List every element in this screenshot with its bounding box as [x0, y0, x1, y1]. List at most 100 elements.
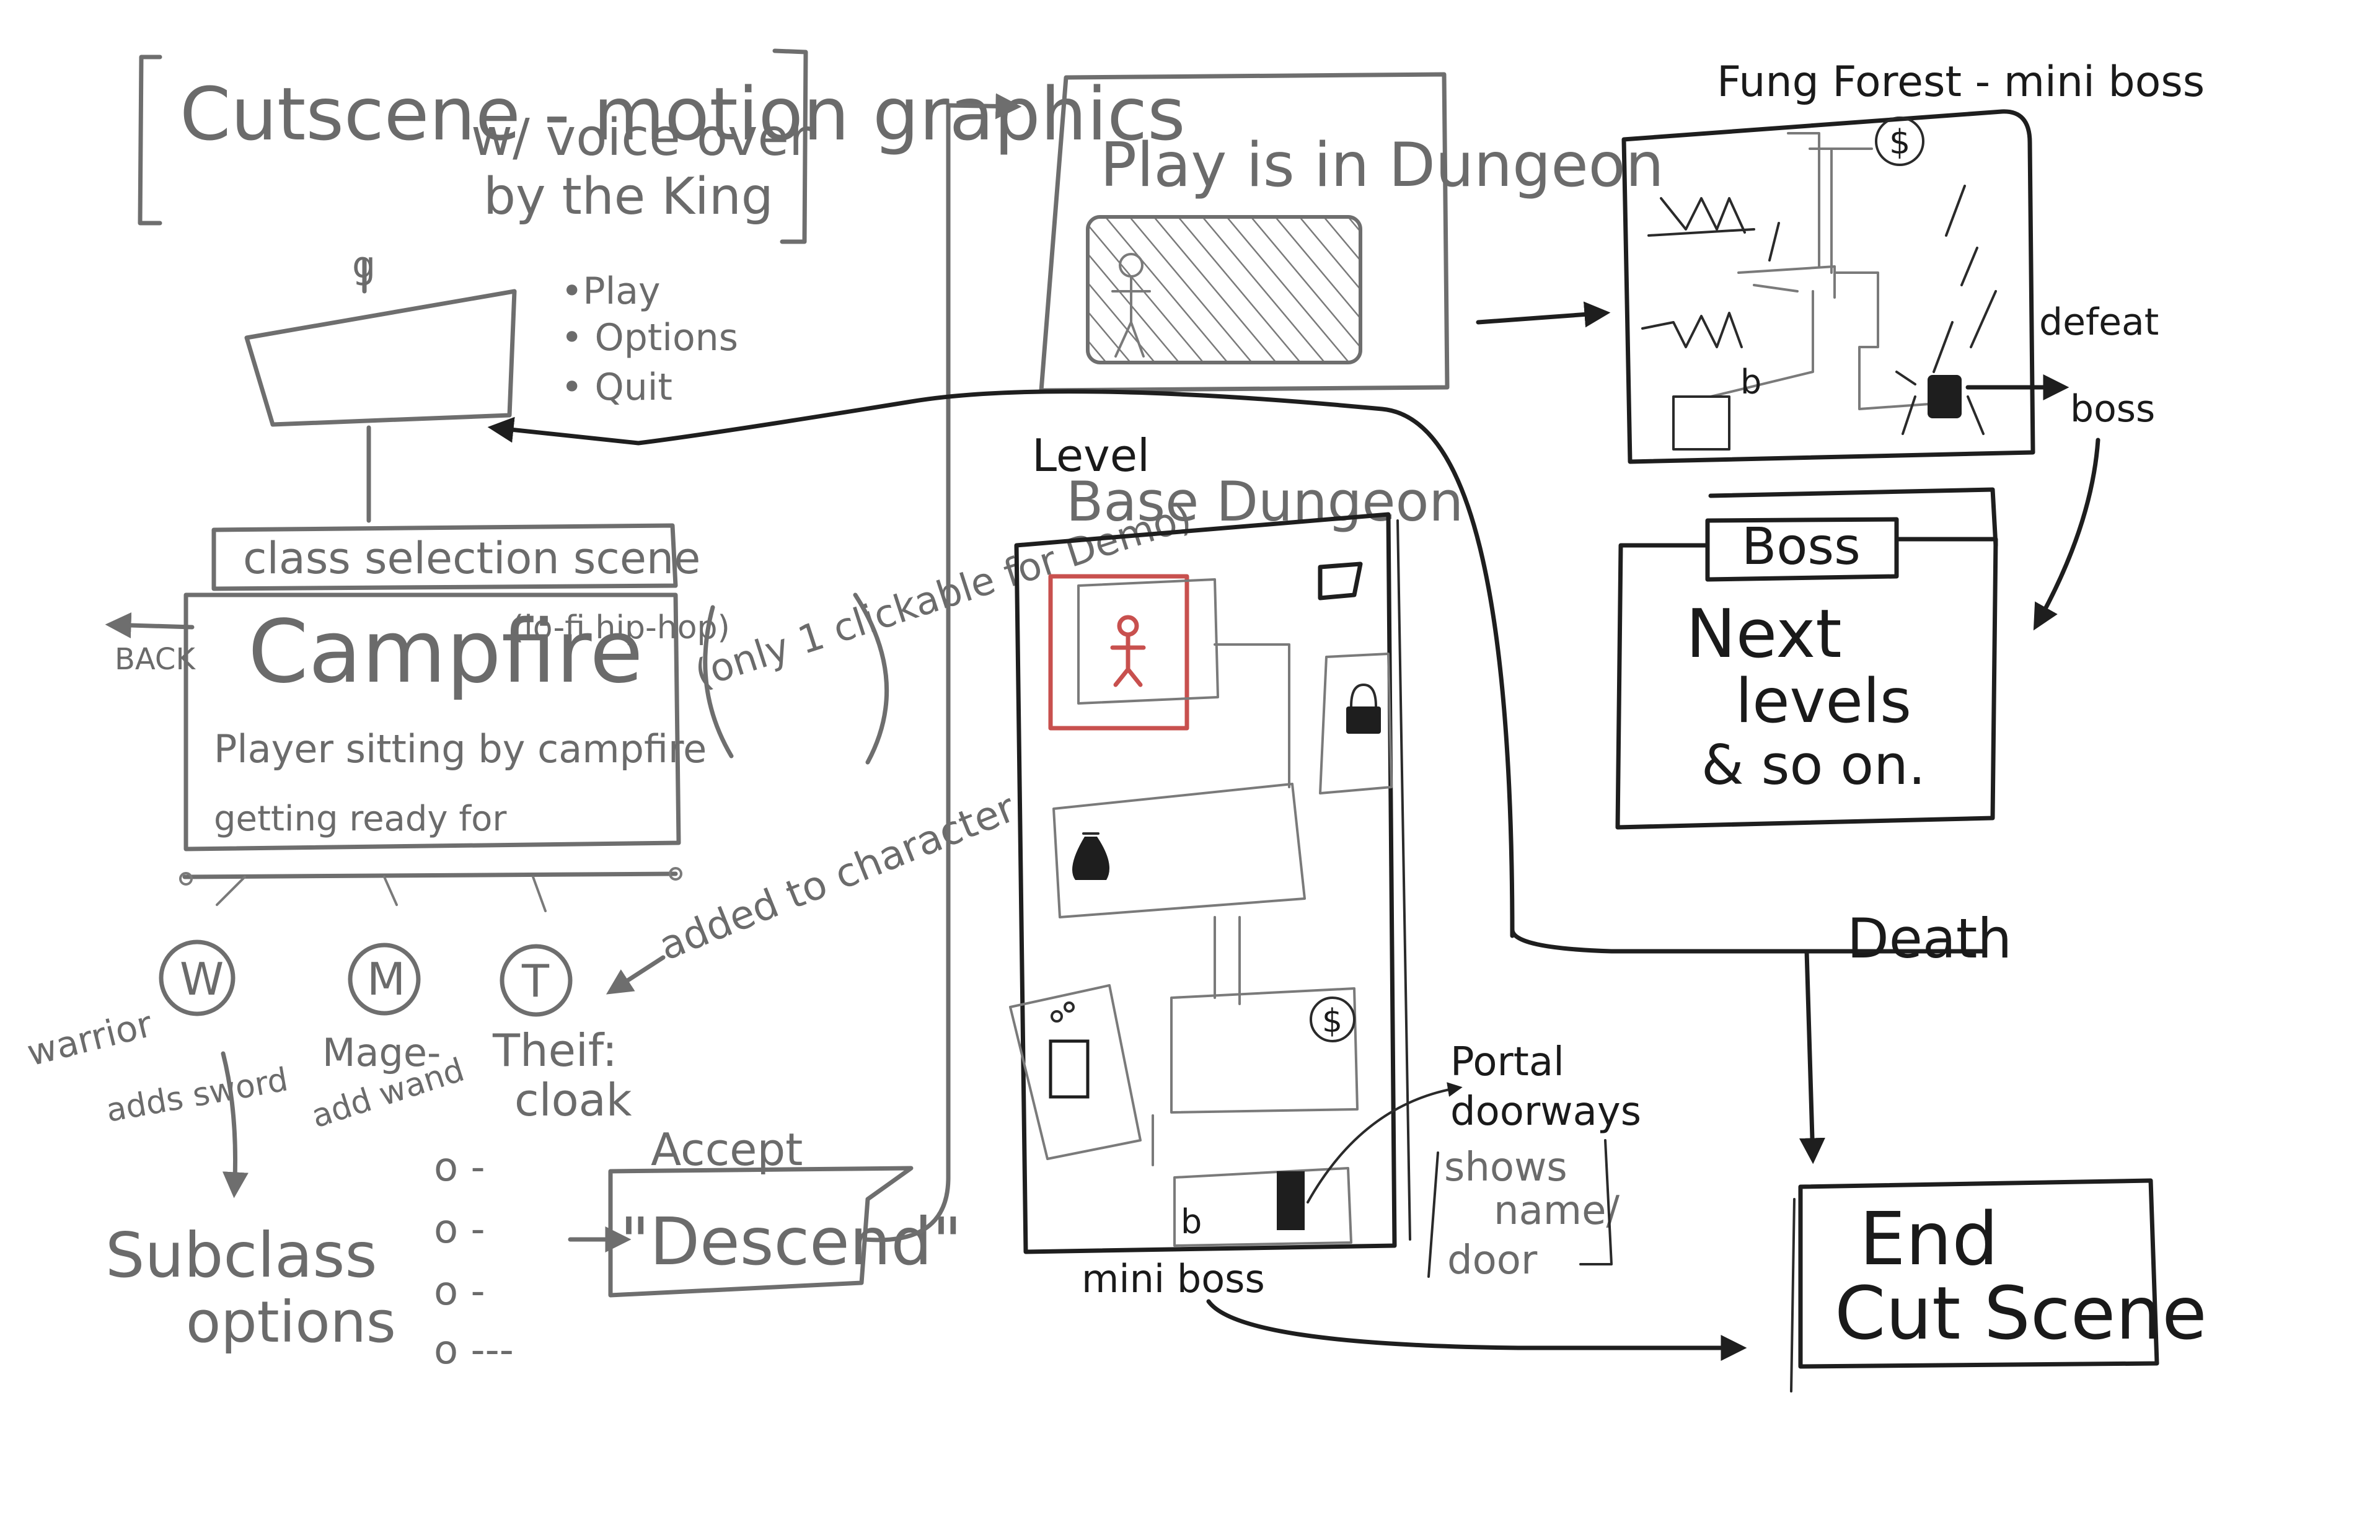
corridor-2: [1214, 916, 1241, 1005]
mage-glyph: M: [367, 953, 405, 1005]
accept-section: Accept "Descend": [608, 93, 1022, 1298]
menu-item-quit[interactable]: • Quit: [561, 366, 672, 409]
forest-boss-legs: [1895, 371, 1985, 435]
death-to-end-arrow: [1799, 949, 1825, 1164]
loot-bag-icon: [1072, 832, 1109, 880]
split-node-left: [179, 872, 193, 886]
treasure-dollar-icon: $: [1322, 1003, 1342, 1040]
miniboss-label: mini boss: [1082, 1256, 1265, 1301]
death-path: Death: [1510, 907, 2012, 1164]
boss-box: [1615, 537, 1998, 830]
portal-line-1: Portal: [1450, 1039, 1564, 1085]
treasure-dollar-circle: [1310, 997, 1355, 1042]
subclass-option-2[interactable]: o -: [434, 1207, 485, 1252]
mage-class-button[interactable]: [348, 943, 421, 1016]
fung-forest-title: Fung Forest - mini boss: [1717, 58, 2205, 107]
forest-boss-icon: [1928, 375, 1962, 418]
cutscene-panel: Cutscene - motion graphics w/ voice over…: [138, 48, 1186, 244]
campfire-title: Campfire: [248, 602, 643, 703]
map-toggle-icon[interactable]: [1318, 561, 1363, 601]
portal-line-4: name/: [1494, 1188, 1620, 1234]
thief-glyph: T: [521, 955, 550, 1007]
corridor-1: [1214, 643, 1290, 788]
campfire-desc-1: Player sitting by campfire: [214, 726, 707, 772]
base-dungeon-map-edge: [1396, 519, 1411, 1241]
forest-miniboss-marker: b: [1740, 363, 1761, 402]
forest-dollar-icon: $: [1889, 123, 1910, 162]
forest-dollar-circle: [1875, 117, 1924, 166]
main-menu: g •Play • Options • Quit: [244, 244, 738, 523]
cutscene-voiceover: w/ voice over: [471, 108, 810, 167]
portal-arrow: [1307, 1082, 1463, 1203]
portal-line-2: doorways: [1450, 1089, 1641, 1135]
menu-up-mark: g: [352, 244, 376, 287]
miniboss-to-end-arrow: [1206, 1299, 1747, 1361]
boss-title: Boss: [1742, 517, 1861, 576]
class-selection-title-box: [211, 523, 678, 591]
menu-item-play[interactable]: •Play: [561, 270, 661, 313]
subclass-option-3[interactable]: o -: [434, 1269, 485, 1314]
stick-figure-icon: [1111, 253, 1151, 358]
player-icon: [1110, 615, 1146, 687]
cutscene-bracket-right: [772, 48, 808, 244]
defeat-label: defeat: [2039, 301, 2159, 344]
back-arrow[interactable]: [105, 612, 195, 639]
defeat-to-boss-arrow: [2033, 438, 2100, 631]
warrior-connector: [216, 876, 246, 906]
portal-note: Portal doorways shows name/ door: [1307, 1039, 1641, 1283]
thief-label: Theif:: [492, 1024, 617, 1076]
split-node-right: [669, 867, 682, 881]
end-line-2: Cut Scene: [1835, 1270, 2207, 1356]
dungeon-intro-panel: Play is in Dungeon: [1039, 72, 1664, 393]
end-cutscene-box: [1798, 1178, 2159, 1369]
mage-label: Mage-: [322, 1030, 441, 1075]
back-label[interactable]: BACK: [115, 642, 196, 677]
forest-trees-3: [1768, 185, 1997, 373]
warrior-class-button[interactable]: [159, 939, 236, 1016]
added-note-arrow: [606, 955, 666, 995]
descend-label[interactable]: "Descend": [620, 1204, 962, 1280]
thief-class-button[interactable]: [500, 944, 573, 1017]
added-note: added to character: [653, 785, 1022, 970]
class-selection-title: class selection scene: [243, 533, 700, 584]
subclass-option-1[interactable]: o -: [434, 1145, 485, 1190]
level-label: Level: [1032, 429, 1150, 482]
death-branch-line: [1510, 927, 1986, 954]
subclass-options-label: options: [186, 1289, 396, 1355]
descend-to-dungeon-arrow: [862, 93, 1022, 1243]
warrior-sub: adds sword: [104, 1061, 291, 1130]
boss-levels: levels: [1735, 666, 1911, 737]
subclass-option-4[interactable]: o ---: [434, 1327, 514, 1373]
note-paren-left: [703, 605, 734, 759]
portal-bracket-right: [1579, 1139, 1613, 1265]
forest-trees-2: [1641, 312, 1743, 348]
boss-so-on: & so on.: [1701, 733, 1926, 797]
thief-sub: cloak: [514, 1074, 632, 1126]
intro-to-forest-arrow: [1476, 301, 1611, 328]
portal-line-3: shows: [1444, 1145, 1567, 1190]
class-selection-scene: class selection scene BACK Campfire (lo-…: [105, 493, 1197, 912]
class-options: W warrior adds sword M Mage- add wand T …: [23, 785, 1022, 1136]
boss-next: Next: [1686, 596, 1842, 673]
boss-connector-bar: [1708, 487, 1998, 548]
forest-path-2: [1737, 265, 1836, 299]
menu-screen-box[interactable]: [244, 289, 517, 427]
base-dungeon-map: [1014, 512, 1397, 1254]
forest-path-1: [1787, 132, 1873, 274]
defeat-boss-label: boss: [2070, 387, 2155, 431]
subclass-section: Subclass options o - o - o - o ---: [105, 1051, 632, 1373]
death-label: Death: [1847, 907, 2012, 970]
room-potion: [1009, 984, 1142, 1160]
mage-connector: [383, 876, 398, 906]
dungeon-intro-preview: [1086, 215, 1362, 364]
forest-path-3: [1833, 271, 1947, 410]
campfire-desc-2: getting ready for: [214, 799, 507, 839]
miniboss-marker: b: [1181, 1202, 1202, 1241]
warrior-glyph: W: [180, 953, 224, 1005]
menu-item-options[interactable]: • Options: [561, 316, 738, 359]
room-start: [1077, 578, 1219, 705]
portal-door-icon[interactable]: [1277, 1171, 1305, 1230]
dungeon-intro-title: Play is in Dungeon: [1100, 130, 1664, 201]
forest-trees-1: [1647, 197, 1755, 237]
